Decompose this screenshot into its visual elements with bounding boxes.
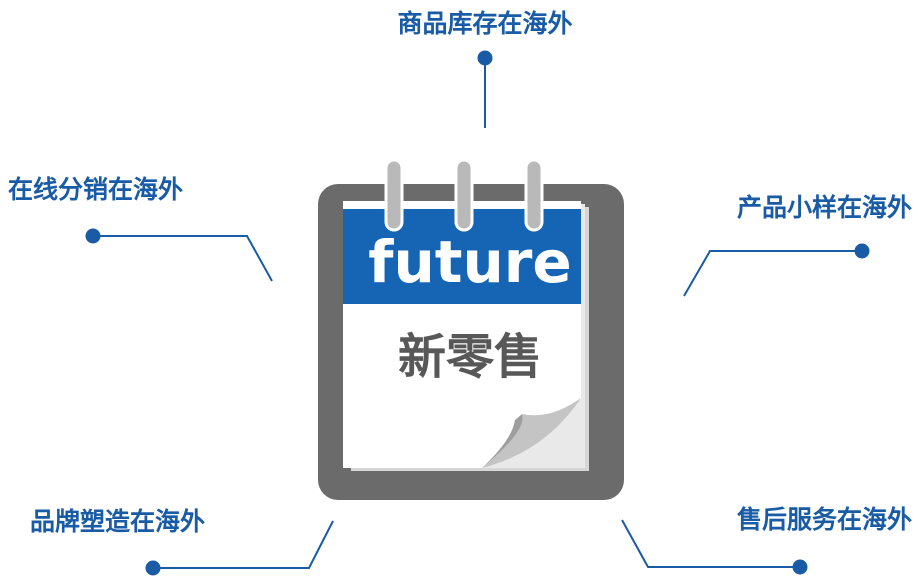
connector-left-lower [153,520,334,569]
calendar-page-curl-shadow [482,414,523,468]
label-after-sales-service: 售后服务在海外 [736,505,912,534]
calendar-ring [454,158,474,232]
label-brand-building: 品牌塑造在海外 [30,507,206,536]
connector-dot-left-upper [85,228,101,244]
calendar-icon: future 新零售 [318,158,624,500]
connector-dots [85,50,870,576]
label-online-distribution: 在线分销在海外 [8,175,184,204]
label-product-samples: 产品小样在海外 [736,193,912,222]
calendar-rings [384,158,544,232]
label-inventory: 商品库存在海外 [397,9,573,38]
calendar-title: 新零售 [398,329,542,385]
connector-dot-right-lower [792,559,808,575]
calendar-word: future [368,228,571,296]
calendar-ring [524,158,544,232]
connector-dot-left-lower [145,560,161,576]
calendar-ring [384,158,404,232]
connector-right-upper [683,250,862,297]
connector-dot-top [477,50,493,66]
connector-dot-right-upper [854,243,870,259]
calendar-page-curl [482,398,581,468]
connector-left-upper [93,235,273,282]
connector-right-lower [621,519,800,568]
connector-lines [93,58,862,569]
